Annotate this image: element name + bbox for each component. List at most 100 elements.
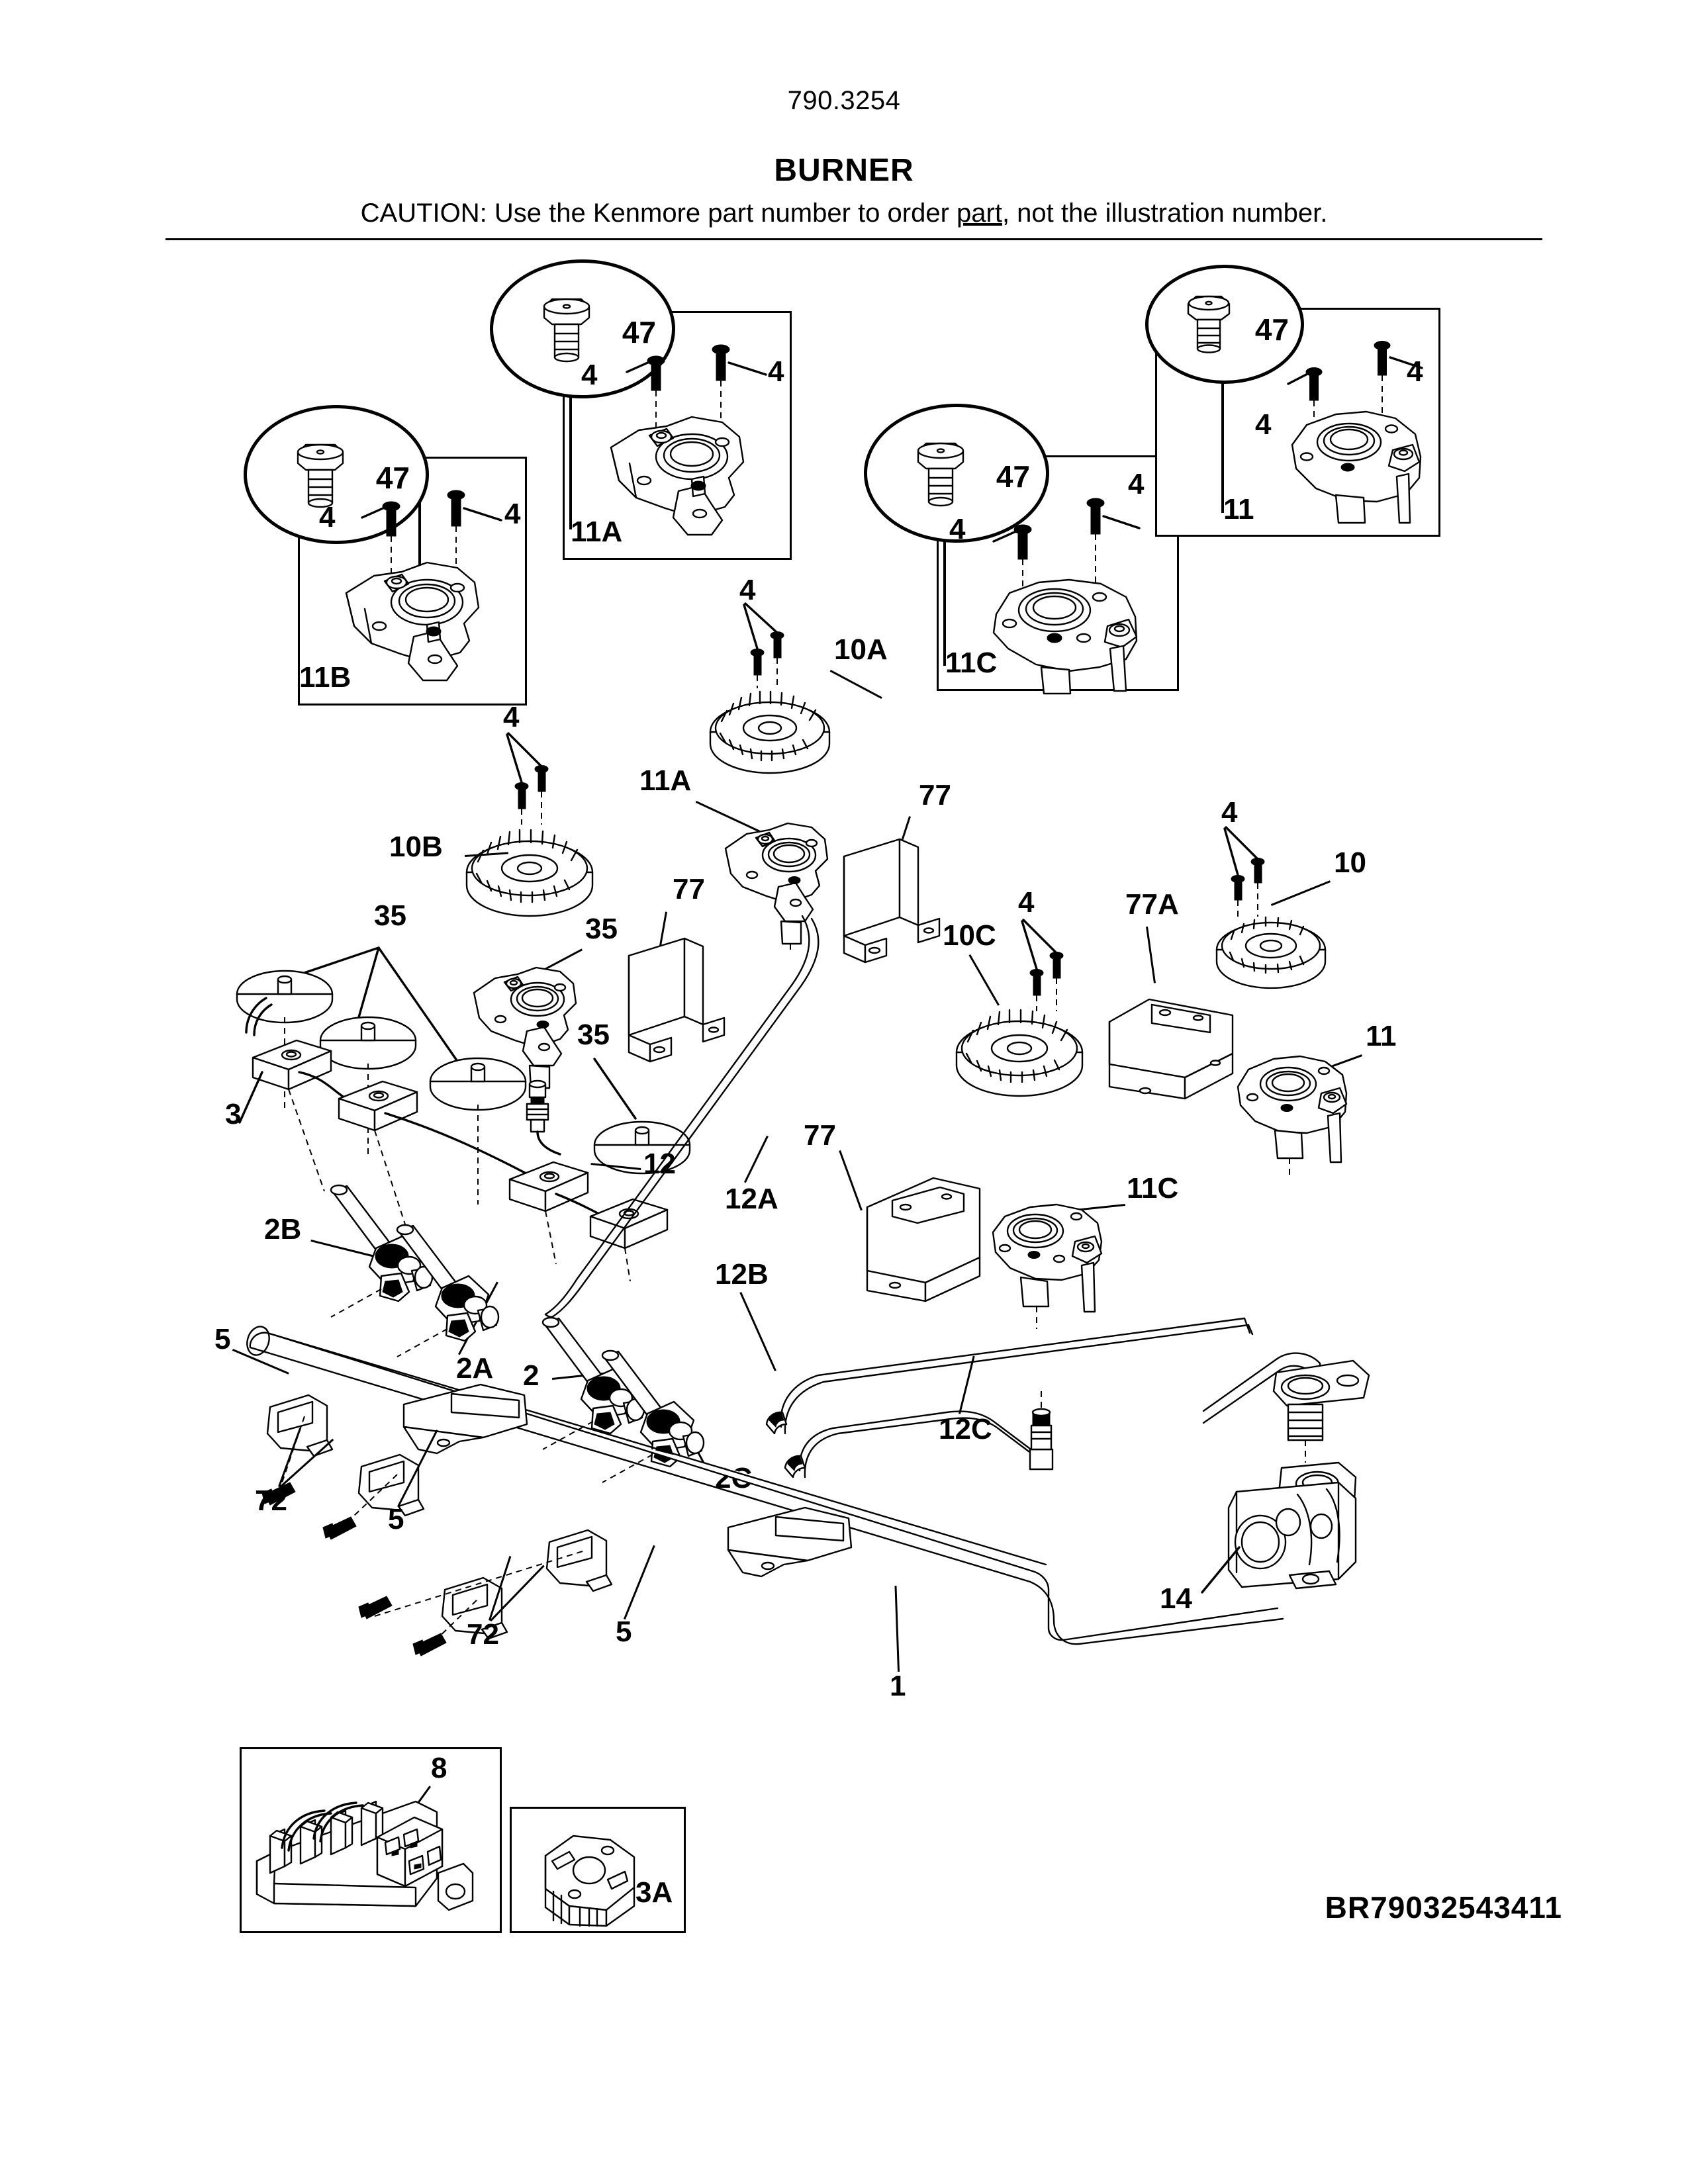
callout-77a: 77A	[1125, 888, 1179, 921]
bracket-77-upper-art	[831, 833, 963, 978]
caution-text-pre: CAUTION: Use the Kenmore part number to …	[360, 199, 957, 228]
inset-3a-label: 3A	[635, 1876, 673, 1909]
bracket-11c-main-art	[978, 1185, 1124, 1330]
bracket-11a-art	[715, 802, 861, 954]
callout-5-b: 5	[388, 1503, 404, 1535]
screw-72-b	[322, 1516, 357, 1540]
callout-10b: 10B	[389, 831, 443, 863]
inset-11a-label: 11A	[571, 516, 623, 548]
caution-text-post: , not the illustration number.	[1002, 199, 1328, 228]
clip-5-a	[266, 1394, 334, 1457]
bracket-77a-art	[1099, 985, 1251, 1124]
spark-module-8-art	[250, 1774, 495, 1926]
burner-ports-short	[1229, 916, 1305, 974]
callout-10a: 10A	[834, 633, 888, 666]
pipe-elbow-flange	[1202, 1352, 1370, 1441]
burner-cap-10a-art	[707, 675, 833, 774]
callout-11b: 35	[585, 913, 618, 945]
callout-11-main: 11	[1366, 1020, 1397, 1052]
model-number: 790.3254	[787, 86, 901, 115]
screws-10c-art	[1006, 912, 1099, 1011]
orifice-spud-art	[917, 442, 964, 507]
bracket-77-lower-art	[854, 1170, 993, 1322]
screw-art	[647, 344, 730, 442]
valve-art	[330, 1184, 434, 1302]
callout-11a: 11A	[639, 764, 692, 797]
br-code: BR79032543411	[1325, 1890, 1562, 1925]
screw-72-d	[412, 1633, 447, 1657]
screws-10a-art	[728, 596, 821, 688]
screw-72-c	[358, 1596, 393, 1619]
manifold-saddle-1	[402, 1383, 528, 1455]
valve-2b-art	[324, 1184, 457, 1318]
callout-35-a: 35	[374, 899, 406, 932]
inset-11c-screw-label-left: 4	[949, 513, 966, 545]
caution-note: CAUTION: Use the Kenmore part number to …	[0, 199, 1688, 228]
burner-ports	[965, 1009, 1068, 1083]
inset-11c-bubble: 47	[864, 404, 1049, 543]
callout-12b: 12B	[715, 1258, 769, 1291]
inset-11b-screw-label-right: 4	[504, 498, 521, 530]
connector-block	[376, 1816, 444, 1888]
callout-2a: 2A	[456, 1352, 494, 1385]
inset-11-bubble-number: 47	[1254, 312, 1289, 347]
caution-text-underlined: part	[957, 199, 1002, 228]
inset-11a-screw-label-right: 4	[768, 355, 784, 388]
inset-11b-screw-label-left: 4	[319, 501, 336, 533]
callout-77-1: 77	[919, 779, 951, 811]
pressure-regulator-14-art	[1197, 1324, 1415, 1602]
bracket-11b-art	[463, 946, 609, 1099]
callout-4-10a: 4	[739, 574, 756, 606]
inset-11c-screw-label-right: 4	[1128, 468, 1145, 500]
caps-35-and-manifold-3-art	[225, 913, 728, 1284]
inset-11-bubble-stem	[1221, 308, 1224, 513]
callout-5-c: 5	[616, 1615, 632, 1648]
inset-11c-label: 11C	[945, 647, 998, 679]
screw-72-a	[261, 1482, 296, 1506]
callout-5-a: 5	[214, 1323, 231, 1355]
inset-11a-bubble: 47	[490, 259, 675, 398]
burner-head-bracket-flipped-art	[992, 578, 1138, 695]
screw-art	[1305, 341, 1391, 441]
inset-11a-bubble-number: 47	[622, 315, 656, 349]
screws-10b-art	[491, 725, 584, 825]
burner-cap-10b-art	[463, 813, 596, 919]
burner-ports	[719, 690, 817, 762]
igniter-bar-3-art	[245, 997, 669, 1282]
inset-11b-bubble-number: 47	[375, 461, 410, 495]
burner-cap-35-2	[319, 1016, 417, 1158]
leader-10a	[829, 670, 882, 699]
screw-art	[1013, 498, 1105, 606]
callout-14: 14	[1160, 1582, 1192, 1615]
tube-12a-art	[530, 913, 834, 1337]
inset-11-screw-label-right: 4	[1407, 355, 1423, 388]
leader-77a	[1146, 927, 1156, 983]
leader-3	[238, 1071, 263, 1124]
screws-10-art	[1210, 821, 1303, 917]
manifold-saddle-2	[727, 1506, 853, 1578]
callout-10c: 10C	[943, 919, 996, 952]
inset-11-label: 11	[1223, 493, 1254, 525]
callout-4-10: 4	[1221, 796, 1238, 829]
orifice-spud-art	[297, 443, 344, 508]
burner-head-bracket-art	[345, 561, 480, 682]
orifice-fitting-12c	[1029, 1408, 1054, 1471]
callout-77-2: 77	[673, 873, 705, 905]
orifice-spud-art	[543, 298, 590, 363]
inset-11c-art	[970, 475, 1175, 695]
valve-2a-art	[391, 1224, 523, 1357]
tube-12b-art	[755, 1304, 1271, 1456]
burner-ports	[475, 829, 579, 903]
inset-11a-art	[592, 324, 791, 549]
orifice-spud-art	[1187, 295, 1231, 353]
burner-cap-35-3	[429, 1057, 527, 1205]
callout-1: 1	[890, 1670, 906, 1702]
callout-72-a: 72	[255, 1484, 287, 1517]
inset-11a-bubble-stem	[569, 311, 572, 529]
bracket-11-main-art	[1223, 1032, 1369, 1178]
callout-77-3: 77	[804, 1119, 836, 1152]
inset-11a-screw-label-left: 4	[581, 359, 598, 391]
inset-11-bubble: 47	[1145, 265, 1304, 384]
clip-5-d	[441, 1576, 508, 1640]
